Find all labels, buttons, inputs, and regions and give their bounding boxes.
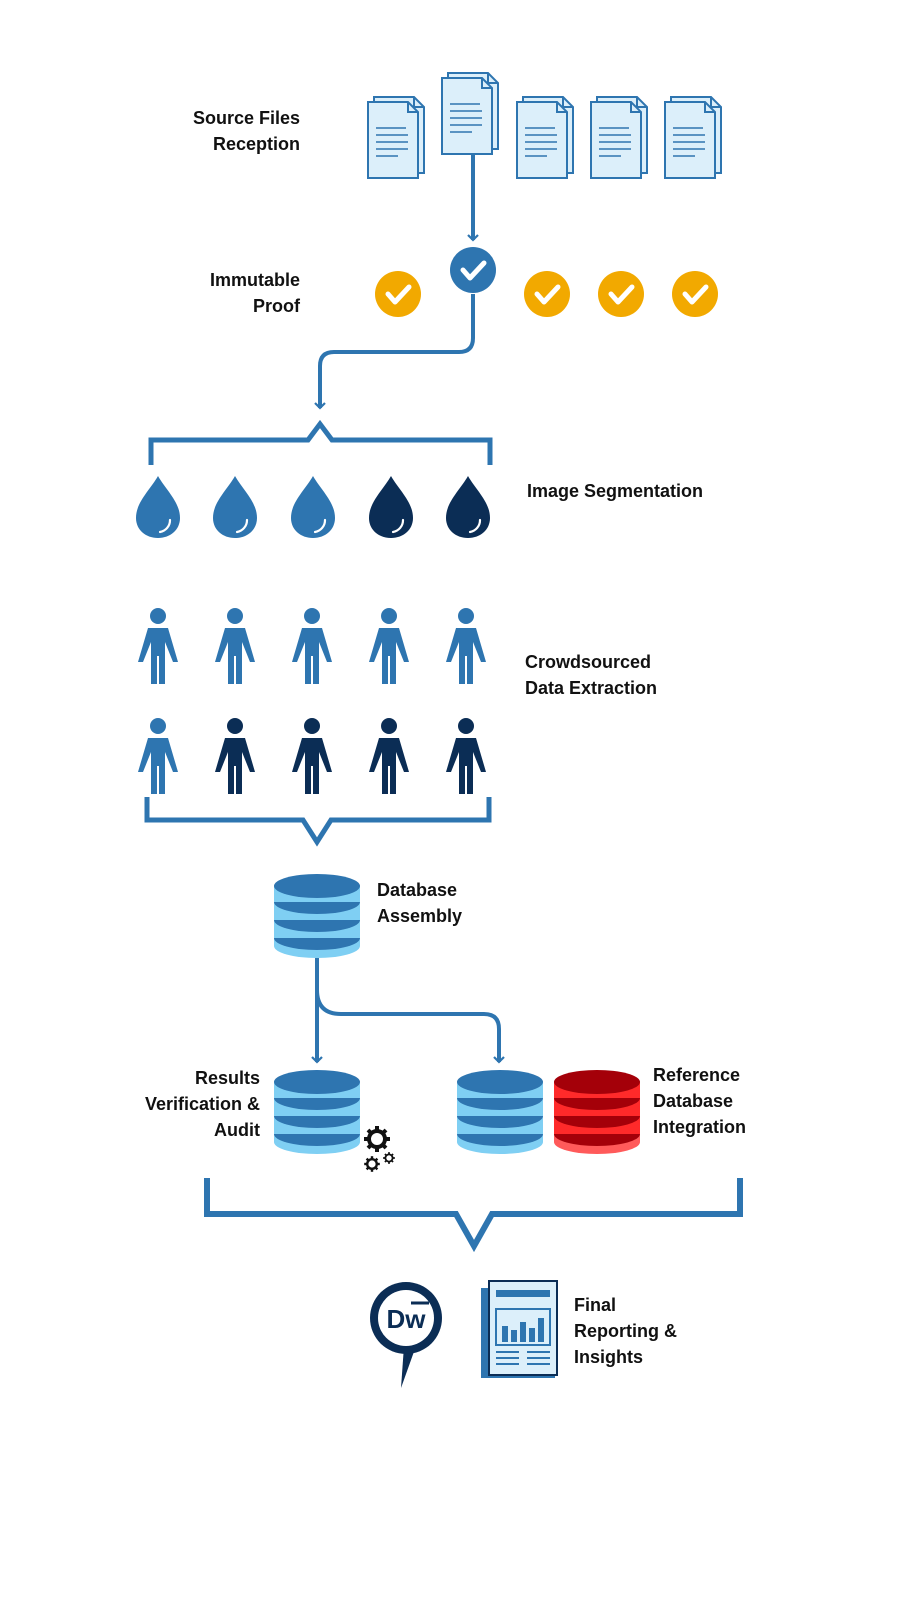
segmentation-drops <box>134 474 492 540</box>
database-icon <box>274 1070 360 1154</box>
bracket-segmentation <box>148 419 493 465</box>
logo-text: Dw <box>387 1304 427 1334</box>
label-database-assembly: Database Assembly <box>377 880 463 926</box>
label-source-files: Source Files Reception <box>192 108 300 154</box>
bracket-final <box>204 1178 743 1253</box>
drop-icon <box>444 474 492 540</box>
document-icon <box>517 97 573 178</box>
document-icon <box>591 97 647 178</box>
drop-icon <box>211 474 259 540</box>
label-crowdsourced: Crowdsourced Data Extraction <box>525 652 658 698</box>
drop-icon <box>134 474 182 540</box>
source-files-docs <box>368 73 721 178</box>
bracket-crowdsource <box>144 797 492 847</box>
label-results-verification: Results Verification & Audit <box>144 1068 260 1140</box>
person-icon <box>215 718 255 794</box>
gears-icon <box>362 1124 396 1174</box>
label-immutable-proof: Immutable Proof <box>209 270 300 316</box>
database-icon <box>274 874 360 958</box>
report-icon <box>481 1280 558 1378</box>
connectors <box>144 150 743 1253</box>
document-icon <box>665 97 721 178</box>
proof-checks <box>375 247 718 317</box>
label-final-reporting: Final Reporting & Insights <box>574 1295 677 1367</box>
drop-icon <box>289 474 337 540</box>
check-badge-icon <box>672 271 718 317</box>
check-badge-icon <box>598 271 644 317</box>
person-icon <box>292 608 332 684</box>
drop-icon <box>367 474 415 540</box>
document-icon <box>368 97 424 178</box>
document-icon <box>442 73 498 154</box>
check-badge-icon <box>375 271 421 317</box>
person-icon <box>138 718 178 794</box>
check-badge-icon <box>450 247 496 293</box>
person-icon <box>369 608 409 684</box>
person-icon <box>446 718 486 794</box>
database-icon <box>554 1070 640 1154</box>
person-icon <box>446 608 486 684</box>
dw-logo-icon: Dw <box>370 1282 442 1388</box>
database-icon <box>457 1070 543 1154</box>
person-icon <box>369 718 409 794</box>
check-badge-icon <box>524 271 570 317</box>
label-reference-database: Reference Database Integration <box>653 1065 746 1137</box>
arrow-assembly-to-reference <box>315 989 505 1064</box>
arrow-proof-to-segmentation <box>314 294 475 410</box>
person-icon <box>138 608 178 684</box>
label-image-segmentation: Image Segmentation <box>527 481 704 501</box>
person-icon <box>292 718 332 794</box>
person-icon <box>215 608 255 684</box>
crowd-people <box>138 608 486 794</box>
